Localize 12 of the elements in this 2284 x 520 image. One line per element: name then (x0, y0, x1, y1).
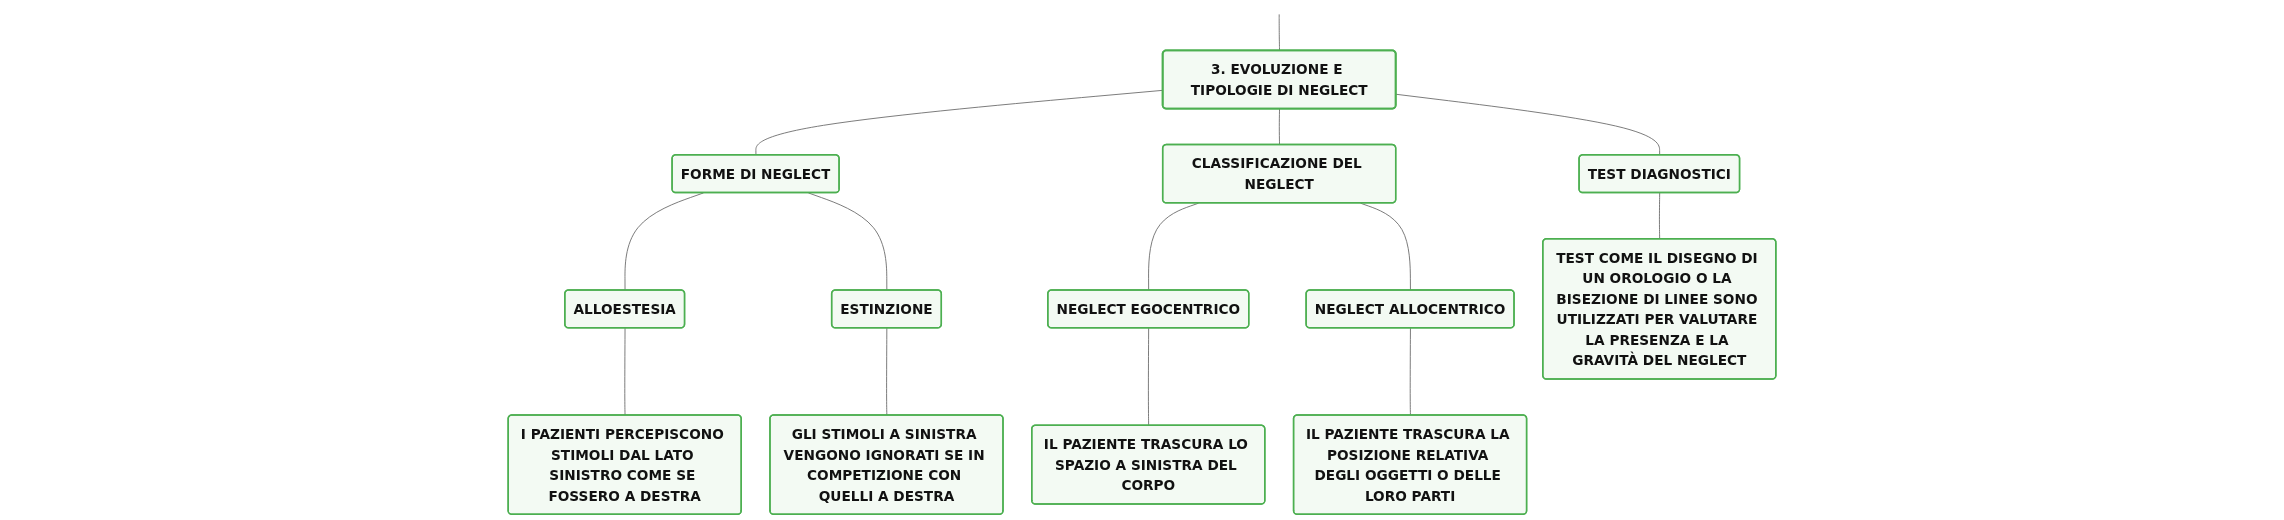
connector (1147, 327, 1150, 427)
connector (1659, 192, 1661, 240)
connector (1360, 202, 1411, 291)
connector (886, 327, 888, 416)
connector (624, 192, 704, 291)
connector (1278, 108, 1280, 146)
connector (1395, 93, 1661, 156)
connector (1148, 202, 1200, 291)
connector (624, 327, 626, 416)
connector (1409, 327, 1411, 416)
connector (807, 192, 888, 291)
connector (1278, 13, 1280, 52)
